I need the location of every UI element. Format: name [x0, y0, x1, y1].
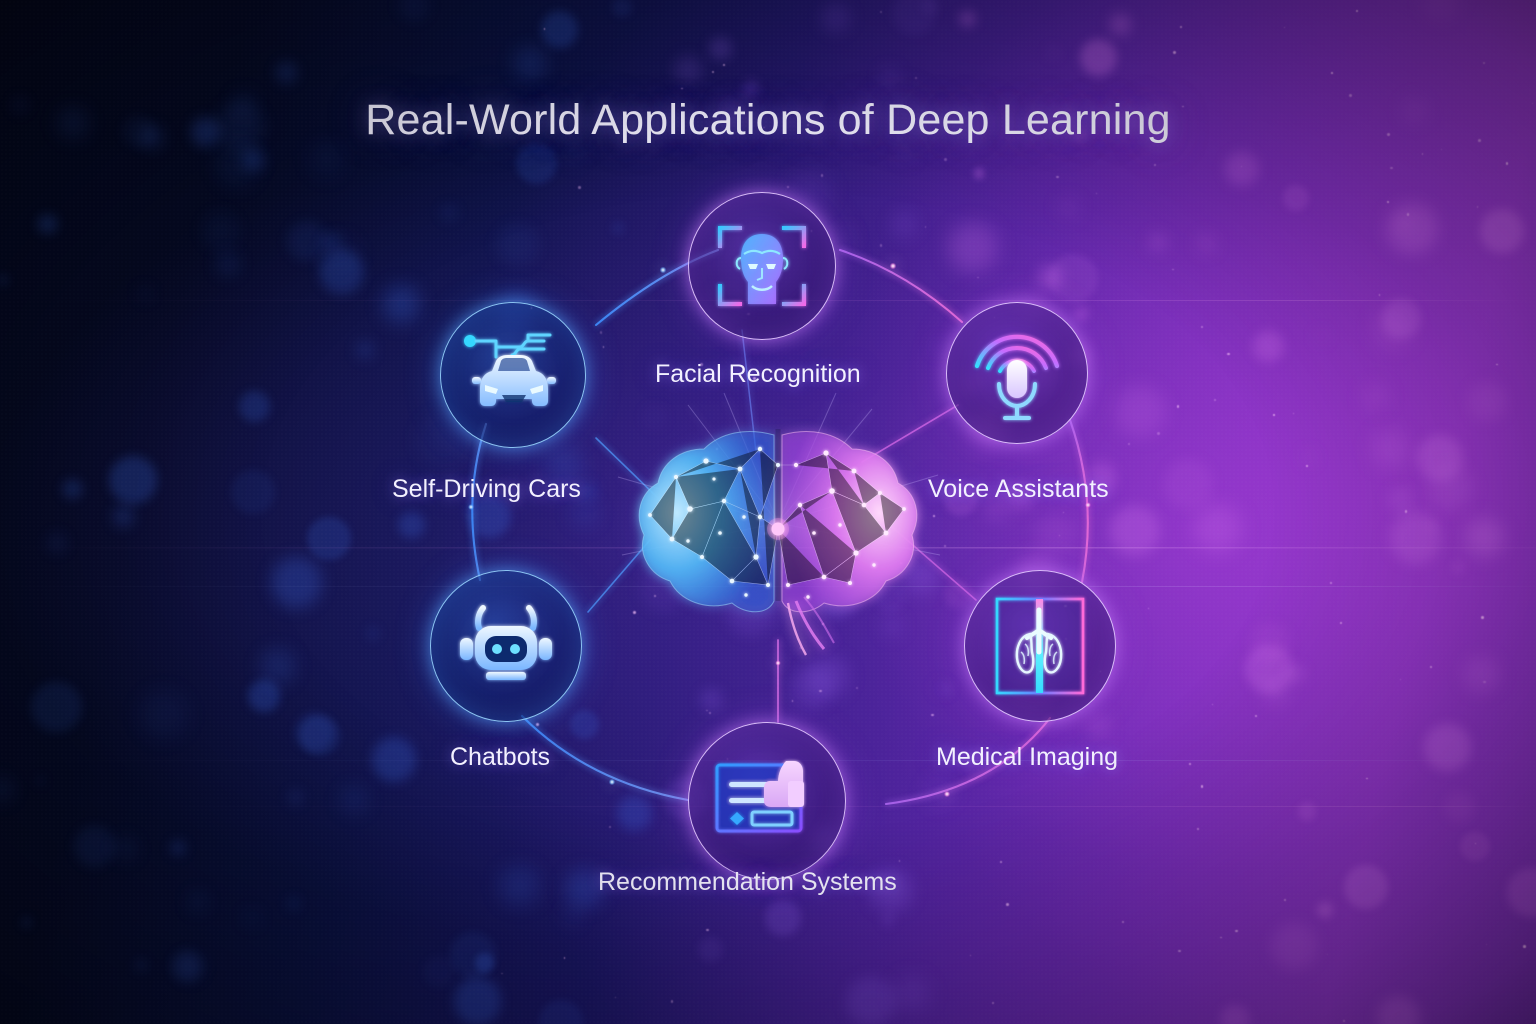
- label-facial-recognition: Facial Recognition: [655, 360, 861, 388]
- thumbs-up-card-icon: [715, 761, 804, 833]
- label-self-driving-cars: Self-Driving Cars: [392, 475, 581, 503]
- lungs-xray-icon: [995, 597, 1085, 695]
- label-medical-imaging: Medical Imaging: [936, 743, 1119, 771]
- microphone-icon: [974, 334, 1060, 420]
- self-driving-cars-bubble[interactable]: [440, 302, 586, 448]
- voice-assistants-bubble[interactable]: [946, 302, 1088, 444]
- autonomous-car-icon: [464, 333, 556, 406]
- medical-imaging-bubble[interactable]: [964, 570, 1116, 722]
- face-scan-icon: [718, 226, 806, 306]
- label-voice-assistants: Voice Assistants: [928, 475, 1109, 503]
- recommendation-systems-bubble[interactable]: [688, 722, 846, 880]
- chatbots-bubble[interactable]: [430, 570, 582, 722]
- label-recommendation-systems: Recommendation Systems: [598, 868, 897, 896]
- facial-recognition-bubble[interactable]: [688, 192, 836, 340]
- robot-head-icon: [460, 605, 552, 680]
- label-chatbots: Chatbots: [450, 743, 551, 771]
- brain-neural-network-icon: [608, 392, 948, 656]
